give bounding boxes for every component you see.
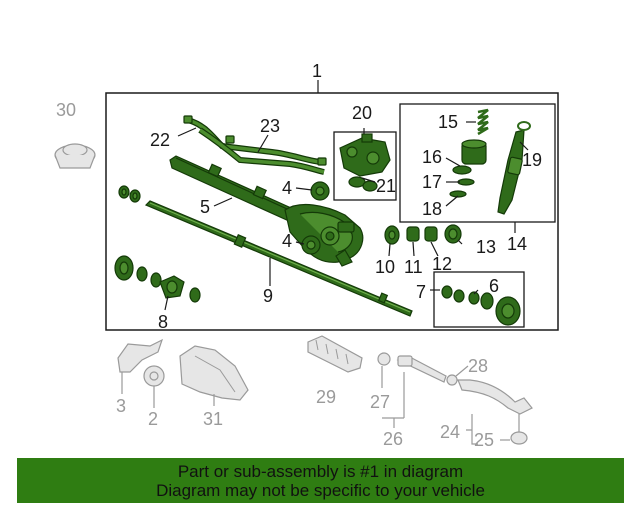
label-12: 12 <box>432 254 452 274</box>
gray-part-3 <box>117 338 164 373</box>
label-20: 20 <box>352 103 372 123</box>
rack-housing <box>169 155 364 267</box>
parts-diagram: 1 22 23 20 21 15 16 17 18 19 14 4 5 4 9 … <box>54 61 559 450</box>
label-4-upper: 4 <box>282 178 292 198</box>
end-seal-group <box>114 255 201 303</box>
label-18: 18 <box>422 199 442 219</box>
label-5: 5 <box>200 197 210 217</box>
pipe-lines <box>183 115 327 175</box>
label-27: 27 <box>370 392 390 412</box>
bushing-kit <box>441 285 521 326</box>
label-15: 15 <box>438 112 458 132</box>
gray-part-28-tie-rod-end <box>446 374 533 445</box>
label-7: 7 <box>416 282 426 302</box>
mount-bushing-lower <box>301 235 321 255</box>
label-2: 2 <box>148 409 158 429</box>
label-14: 14 <box>507 234 527 254</box>
assembly-frame <box>105 92 559 331</box>
label-10: 10 <box>375 257 395 277</box>
label-9: 9 <box>263 286 273 306</box>
label-24: 24 <box>440 422 460 442</box>
label-25: 25 <box>474 430 494 450</box>
bushing-subbox <box>433 271 525 328</box>
gray-part-27-26 <box>377 352 447 383</box>
leader-lines <box>121 121 529 445</box>
info-banner: Part or sub-assembly is #1 in diagram Di… <box>17 458 624 503</box>
label-21: 21 <box>376 176 396 196</box>
valve-seals <box>384 224 462 245</box>
label-4-lower: 4 <box>282 231 292 251</box>
label-26: 26 <box>383 429 403 449</box>
label-19: 19 <box>522 150 542 170</box>
pinion-subbox <box>399 103 556 223</box>
pinion-group <box>449 108 531 215</box>
label-31: 31 <box>203 409 223 429</box>
banner-line-1: Part or sub-assembly is #1 in diagram <box>177 462 464 481</box>
gray-part-2 <box>143 365 165 387</box>
label-1: 1 <box>312 61 322 81</box>
label-28: 28 <box>468 356 488 376</box>
valve-subbox <box>333 131 397 201</box>
gray-part-31 <box>179 345 249 401</box>
banner-line-2: Diagram may not be specific to your vehi… <box>156 481 485 500</box>
control-valve <box>339 133 391 192</box>
label-8: 8 <box>158 312 168 332</box>
label-22: 22 <box>150 130 170 150</box>
seal-set-upper <box>118 185 141 203</box>
label-3: 3 <box>116 396 126 416</box>
label-13: 13 <box>476 237 496 257</box>
label-30: 30 <box>56 100 76 120</box>
gray-part-30 <box>54 143 96 169</box>
mount-bushing-upper <box>310 181 330 201</box>
label-17: 17 <box>422 172 442 192</box>
label-6: 6 <box>489 276 499 296</box>
label-23: 23 <box>260 116 280 136</box>
label-16: 16 <box>422 147 442 167</box>
label-11: 11 <box>404 257 423 277</box>
rack-bar <box>144 200 413 317</box>
gray-part-29-boot <box>307 335 363 373</box>
label-29: 29 <box>316 387 336 407</box>
